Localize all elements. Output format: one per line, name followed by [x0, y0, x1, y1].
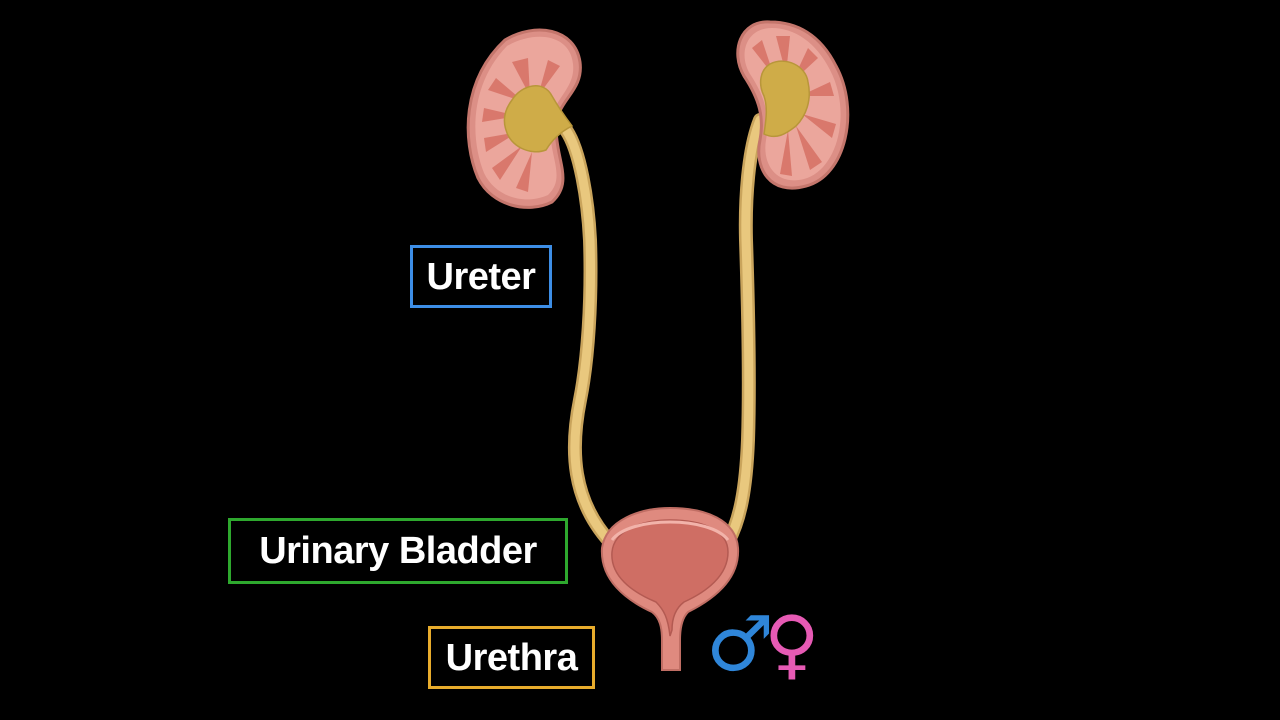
- left-ureter-inner: [561, 125, 615, 547]
- urinary-bladder-shape: [600, 506, 740, 671]
- male-symbol-icon: ♂: [706, 599, 775, 688]
- female-symbol-icon: ♀: [764, 599, 820, 688]
- urethra-label: Urethra: [428, 626, 595, 689]
- left-renal-pelvis: [503, 85, 574, 153]
- urinary-bladder-label: Urinary Bladder: [228, 518, 568, 584]
- right-renal-pelvis: [759, 60, 810, 138]
- right-ureter-inner: [723, 115, 765, 547]
- ureter-label: Ureter: [410, 245, 552, 308]
- ureters: [559, 113, 767, 549]
- bladder-inner-lumen: [611, 519, 729, 637]
- bladder-top-membrane: [610, 520, 730, 542]
- left-kidney: [466, 28, 582, 209]
- right-kidney: [736, 20, 850, 190]
